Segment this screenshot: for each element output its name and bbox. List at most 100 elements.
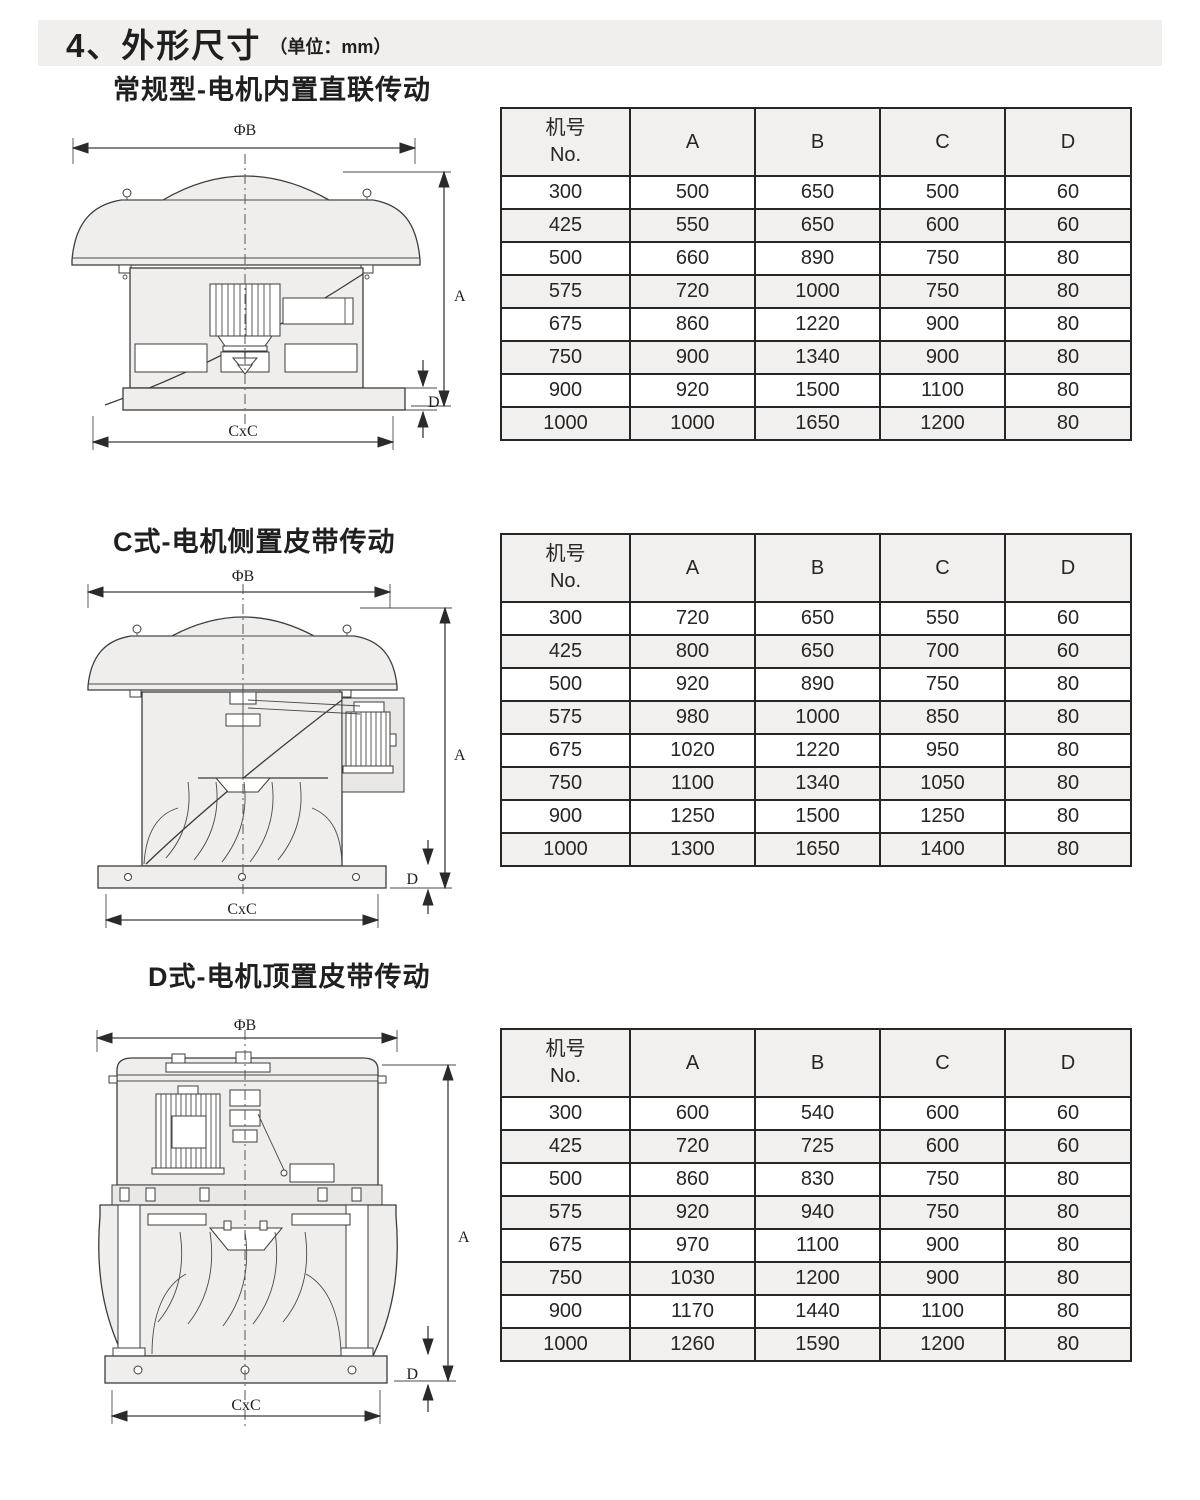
table-cell: 1000	[500, 832, 631, 867]
table-cell: 600	[879, 1129, 1006, 1164]
base-plate	[122, 387, 406, 411]
table-cell: 80	[1004, 307, 1132, 342]
table-cell: 540	[754, 1096, 881, 1131]
top-motor	[151, 1085, 225, 1175]
table-cell: 1650	[754, 406, 881, 441]
table-cell: 80	[1004, 1294, 1132, 1329]
table-cell: 970	[629, 1228, 756, 1263]
belt-line	[257, 1113, 285, 1171]
table-cell: 550	[629, 208, 756, 243]
col-header-no: 机号 No.	[500, 107, 631, 177]
dimension-base-thickness: D	[406, 1326, 434, 1412]
table-cell: 900	[879, 1228, 1006, 1263]
table-cell: 1200	[879, 406, 1006, 441]
table-cell: 750	[500, 766, 631, 801]
base-plate	[97, 865, 387, 889]
table-cell: 900	[879, 1261, 1006, 1296]
col-header-no-zh: 机号	[545, 1038, 586, 1060]
table-cell: 80	[1004, 406, 1132, 441]
col-header-d: D	[1004, 533, 1132, 603]
table-cell: 60	[1004, 1096, 1132, 1131]
table-cell: 425	[500, 208, 631, 243]
table-cell: 920	[629, 373, 756, 408]
table-cell: 1440	[754, 1294, 881, 1329]
table-cell: 80	[1004, 700, 1132, 735]
dimension-base-square: CxC	[110, 1390, 382, 1424]
table-cell: 1200	[879, 1327, 1006, 1362]
lower-body	[98, 1204, 398, 1357]
dimension-height: A	[382, 1063, 470, 1383]
col-header-c: C	[879, 533, 1006, 603]
table-cell: 750	[879, 667, 1006, 702]
title-band: 4、外形尺寸 （单位：mm）	[38, 20, 1162, 66]
table-cell: 425	[500, 1129, 631, 1164]
table-cell: 500	[629, 175, 756, 210]
table-cell: 1400	[879, 832, 1006, 867]
col-header-a: A	[629, 1028, 756, 1098]
fan-body	[104, 267, 364, 406]
table-cell: 720	[629, 1129, 756, 1164]
table-cell: 1300	[629, 832, 756, 867]
table-cell: 600	[879, 208, 1006, 243]
pulley-and-belt	[229, 1089, 335, 1183]
page-title-unit: （单位：mm）	[269, 37, 392, 57]
table-cell: 550	[879, 601, 1006, 636]
table-cell: 920	[629, 1195, 756, 1230]
table-cell: 500	[879, 175, 1006, 210]
table-cell: 80	[1004, 1195, 1132, 1230]
table-cell: 500	[500, 241, 631, 276]
table-cell: 650	[754, 634, 881, 669]
dimension-base-thickness: D	[406, 840, 434, 914]
table-cell: 60	[1004, 634, 1132, 669]
table-cell: 425	[500, 634, 631, 669]
table-cell: 800	[629, 634, 756, 669]
table-cell: 300	[500, 175, 631, 210]
table-cell: 1250	[879, 799, 1006, 834]
table-cell: 750	[879, 274, 1006, 309]
table-cell: 1220	[754, 307, 881, 342]
table-cell: 80	[1004, 667, 1132, 702]
impeller	[147, 1213, 351, 1355]
dim-label-base-thickness: D	[428, 394, 440, 411]
dim-label-height: A	[454, 747, 466, 764]
table-cell: 980	[629, 700, 756, 735]
col-header-a: A	[629, 107, 756, 177]
col-header-no: 机号 No.	[500, 1028, 631, 1098]
table-cell: 900	[879, 307, 1006, 342]
table-cell: 860	[629, 307, 756, 342]
table-cell: 675	[500, 307, 631, 342]
table-cell: 860	[629, 1162, 756, 1197]
table-cell: 80	[1004, 832, 1132, 867]
dim-label-diameter: ΦB	[234, 1017, 256, 1034]
table-cell: 675	[500, 1228, 631, 1263]
table-cell: 1100	[629, 766, 756, 801]
table-cell: 80	[1004, 766, 1132, 801]
table-cell: 575	[500, 274, 631, 309]
table-cell: 80	[1004, 733, 1132, 768]
section-heading-standard: 常规型-电机内置直联传动	[113, 75, 431, 105]
mounting-flange	[111, 1184, 383, 1206]
table-cell: 60	[1004, 175, 1132, 210]
table-cell: 650	[754, 175, 881, 210]
dimension-base-thickness: D	[417, 360, 440, 438]
fan-drawing-d-type: ΦB A D CxC	[95, 1017, 470, 1426]
table-cell: 675	[500, 733, 631, 768]
col-header-b: B	[754, 1028, 881, 1098]
table-cell: 1200	[754, 1261, 881, 1296]
fan-drawing-c-type: ΦB A D CxC	[86, 568, 466, 928]
table-cell: 1000	[754, 700, 881, 735]
